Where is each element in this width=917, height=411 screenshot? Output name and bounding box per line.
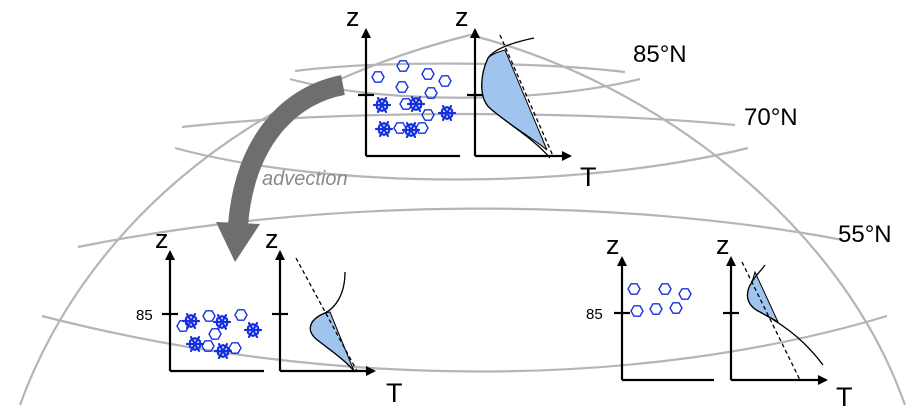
ice-crystal-icon <box>438 75 452 87</box>
panel-advected-cloud-plot: z 85 <box>136 224 264 373</box>
panel-55n-temperature-plot: z T <box>716 230 853 411</box>
snowflake-icon <box>212 314 232 330</box>
latitude-85-line <box>294 62 626 74</box>
z-axis-label: z <box>265 224 279 254</box>
panel-55n-ice-particles <box>627 283 692 317</box>
ice-crystal-icon <box>678 288 692 300</box>
ice-crystal-icon <box>396 60 410 72</box>
z-axis-label: z <box>346 2 360 32</box>
ice-crystal-icon <box>649 303 663 315</box>
z-axis-label: z <box>716 230 730 260</box>
ice-crystal-icon <box>393 122 407 134</box>
level-85-label: 85 <box>586 306 603 323</box>
warm-layer-fill <box>310 311 355 372</box>
advection-label: advection <box>262 168 348 190</box>
z-axis-label: z <box>455 2 469 32</box>
snowflake-icon <box>213 343 233 359</box>
snowflake-icon <box>243 322 263 338</box>
latitude-85-label: 85°N <box>633 41 687 68</box>
ice-crystal-icon <box>415 122 429 134</box>
snowflake-icon <box>374 120 394 137</box>
ice-crystal-icon <box>234 309 248 321</box>
snowflake-icon <box>437 104 457 122</box>
panel-85n: z z T <box>346 2 597 192</box>
latitude-55-label: 55°N <box>838 221 892 248</box>
snowflake-icon <box>401 121 421 138</box>
snowflake-icon <box>406 95 426 113</box>
ice-crystal-icon <box>421 68 435 80</box>
t-axis-label: T <box>580 162 597 192</box>
z-axis-label: z <box>155 224 169 254</box>
panel-advected-temperature-plot: z T <box>265 224 403 408</box>
ice-crystal-icon <box>208 328 222 340</box>
panel-advected: z 85 z T <box>136 224 403 408</box>
ice-crystal-icon <box>202 310 216 322</box>
latitude-70-label: 70°N <box>744 104 798 131</box>
ice-crystal-icon <box>669 302 683 314</box>
t-axis-label: T <box>836 382 853 411</box>
ice-crystal-icon <box>371 71 385 83</box>
globe-grid <box>18 33 907 406</box>
snowflake-icon <box>372 96 392 114</box>
panel-85n-ice-particles <box>371 60 457 138</box>
latitude-55-line-lower <box>41 314 888 373</box>
ice-crystal-icon <box>630 305 644 317</box>
level-85-label: 85 <box>136 307 153 324</box>
panel-55n-cloud-plot: z 85 <box>586 230 714 382</box>
t-axis-label: T <box>386 378 403 408</box>
snowflake-icon <box>181 313 201 329</box>
advection-arrow <box>216 75 346 262</box>
latitude-55-line <box>77 207 844 249</box>
globe-outline <box>18 33 907 406</box>
ice-crystal-icon <box>627 283 641 295</box>
panel-85n-cloud-plot: z <box>346 2 460 158</box>
latitude-70-line <box>181 112 736 129</box>
panel-advected-ice-particles <box>176 309 263 359</box>
warm-layer-fill <box>747 270 780 324</box>
ice-crystal-icon <box>658 283 672 295</box>
z-axis-label: z <box>606 230 620 260</box>
ice-crystal-icon <box>395 81 409 93</box>
panel-55n: z 85 z T <box>586 230 853 411</box>
panel-85n-temperature-plot: z T <box>455 2 597 192</box>
